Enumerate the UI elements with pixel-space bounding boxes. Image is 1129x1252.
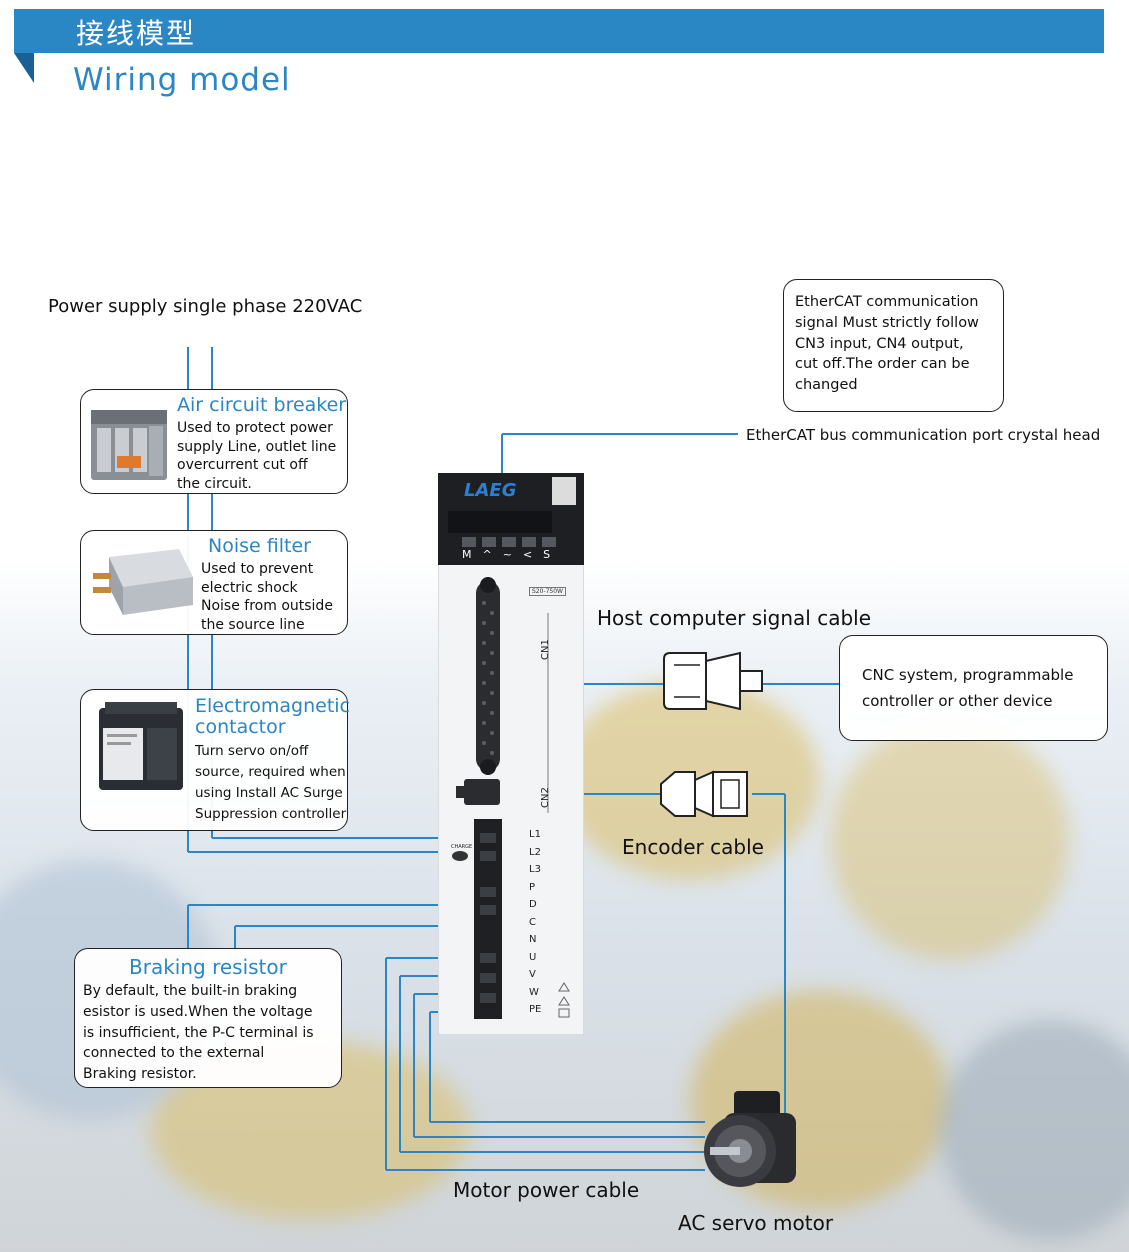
cnc-box: CNC system, programmable controller or o… (839, 635, 1108, 741)
terminal-label: V (529, 969, 536, 980)
noise-filter-title: Noise filter (208, 535, 311, 557)
contactor-line: using Install AC Surge (195, 785, 343, 801)
breaker-box: Air circuit breaker Used to protect powe… (80, 389, 348, 494)
breaker-line: supply Line, outlet line (177, 438, 337, 455)
terminal-label: PE (529, 1004, 542, 1015)
breaker-line: overcurrent cut off (177, 457, 308, 473)
drive-key-m: M (462, 548, 483, 561)
noise-filter-image (93, 549, 193, 615)
contactor-line: Suppression controller (195, 806, 347, 822)
terminal-label: P (529, 881, 536, 893)
motor-power-cable-label: Motor power cable (453, 1178, 640, 1202)
braking-resistor-title: Braking resistor (129, 955, 287, 979)
ethercat-note-line: EtherCAT communication (795, 294, 979, 310)
drive-model-label: S20-750W (529, 587, 566, 596)
breaker-line: the circuit. (177, 475, 252, 492)
charge-label: CHARGE (451, 844, 473, 850)
braking-line: Braking resistor. (83, 1066, 197, 1083)
ethercat-port-label: EtherCAT bus communication port crystal … (746, 426, 1101, 444)
contactor-title: Electromagnetic contactor (195, 696, 350, 738)
terminal-label: L2 (529, 846, 541, 858)
drive-key-left: < (522, 548, 544, 561)
page-title-cn: 接线模型 (76, 17, 197, 50)
cnc-desc: CNC system, programmable controller or o… (862, 662, 1073, 714)
encoder-cable-label: Encoder cable (622, 835, 764, 859)
braking-resistor-desc: By default, the built-in braking esistor… (83, 981, 314, 1085)
servo-motor-image (704, 1091, 796, 1187)
breaker-desc: Used to protect power supply Line, outle… (177, 419, 336, 493)
braking-line: connected to the external (83, 1045, 265, 1062)
noise-filter-line: Noise from outside (201, 598, 333, 614)
servo-drive (438, 473, 584, 1035)
header-corner (14, 53, 34, 83)
noise-filter-line: Used to prevent (201, 561, 314, 577)
db-connector-icon (663, 651, 763, 711)
cnc-line: controller or other device (862, 692, 1053, 710)
ethercat-note-line: signal Must strictly follow (795, 314, 979, 331)
cn1-label: CN1 (540, 639, 551, 660)
ethercat-note-box: EtherCAT communication signal Must stric… (783, 279, 1004, 412)
ethercat-note-line: cut off.The order can be (795, 356, 970, 373)
contactor-line: source, required when (195, 764, 346, 780)
noise-filter-box: Noise filter Used to prevent electric sh… (80, 530, 348, 635)
contactor-image (99, 702, 183, 790)
noise-filter-line: electric shock (201, 579, 298, 596)
braking-resistor-box: Braking resistor By default, the built-i… (74, 948, 342, 1088)
contactor-desc: Turn servo on/off source, required when … (195, 741, 346, 825)
contactor-title-line: Electromagnetic (195, 695, 351, 717)
drive-key-up: ^ (482, 548, 503, 561)
terminal-label: C (529, 916, 536, 928)
power-supply-label: Power supply single phase 220VAC (48, 296, 363, 317)
contactor-title-line: contactor (195, 716, 286, 738)
breaker-image (91, 410, 167, 480)
drive-key-set: S (543, 548, 562, 561)
ethercat-note-text: EtherCAT communication signal Must stric… (795, 292, 979, 396)
drive-keys: M^~<S (462, 548, 561, 561)
ethercat-note-line: changed (795, 377, 858, 394)
terminal-label: N (529, 934, 537, 945)
braking-line: By default, the built-in braking (83, 983, 298, 999)
terminal-label: U (529, 951, 537, 963)
terminal-labels: L1 L2 L3 P D C N U V W PE (529, 826, 541, 1019)
drive-brand: LAEG (464, 480, 517, 501)
terminal-label: W (529, 986, 539, 998)
noise-filter-line: the source line (201, 616, 305, 633)
terminal-label: D (529, 899, 537, 910)
cnc-line: CNC system, programmable (862, 666, 1074, 684)
servo-motor-label: AC servo motor (678, 1211, 834, 1235)
terminal-label: L3 (529, 864, 541, 875)
header-bar (14, 9, 1104, 83)
drive-key-down: ~ (502, 548, 523, 561)
braking-line: esistor is used.When the voltage (83, 1003, 313, 1020)
noise-filter-desc: Used to prevent electric shock Noise fro… (201, 560, 333, 634)
host-cable-label: Host computer signal cable (597, 606, 872, 630)
breaker-title: Air circuit breaker (177, 394, 347, 416)
ethercat-note-line: CN3 input, CN4 output, (795, 335, 964, 352)
cn2-label: CN2 (540, 787, 551, 808)
contactor-line: Turn servo on/off (195, 743, 309, 759)
terminal-label: L1 (529, 829, 541, 840)
breaker-line: Used to protect power (177, 420, 333, 436)
contactor-box: Electromagnetic contactor Turn servo on/… (80, 689, 350, 831)
braking-line: is insufficient, the P-C terminal is (83, 1024, 314, 1041)
encoder-connector-icon (660, 770, 748, 818)
page-title-en: Wiring model (73, 62, 291, 98)
